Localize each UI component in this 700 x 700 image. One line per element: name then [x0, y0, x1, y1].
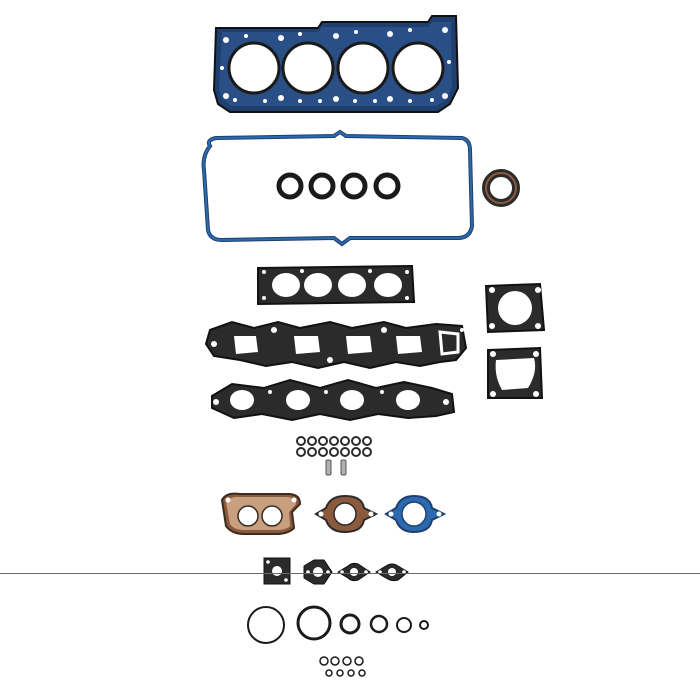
oval-flange-gasket [337, 562, 371, 582]
small-o-rings [319, 656, 366, 677]
small-flange-gaskets [263, 557, 409, 585]
valve-stem-seals [296, 436, 372, 457]
spark-plug-tube-seals [276, 172, 401, 200]
thermostat-housing-gasket [314, 494, 379, 534]
intake-manifold-gasket [204, 320, 468, 370]
o-rings [247, 605, 429, 644]
cylinder-head-gasket [212, 15, 460, 113]
square-flange-gasket [263, 557, 291, 585]
oval-flange-gasket-2 [375, 563, 409, 582]
throttle-body-gasket [484, 282, 546, 334]
iac-gasket [487, 346, 544, 399]
camshaft-seal [482, 169, 520, 207]
exhaust-manifold-gasket [211, 378, 456, 422]
intake-gasket [257, 264, 416, 306]
exhaust-pipe-flange-gasket [220, 492, 302, 535]
diamond-flange-gasket [303, 559, 333, 585]
divider-line [0, 573, 700, 574]
water-outlet-gasket [384, 494, 447, 534]
valve-cover-gasket [201, 129, 475, 247]
dowel-pins [325, 459, 347, 476]
